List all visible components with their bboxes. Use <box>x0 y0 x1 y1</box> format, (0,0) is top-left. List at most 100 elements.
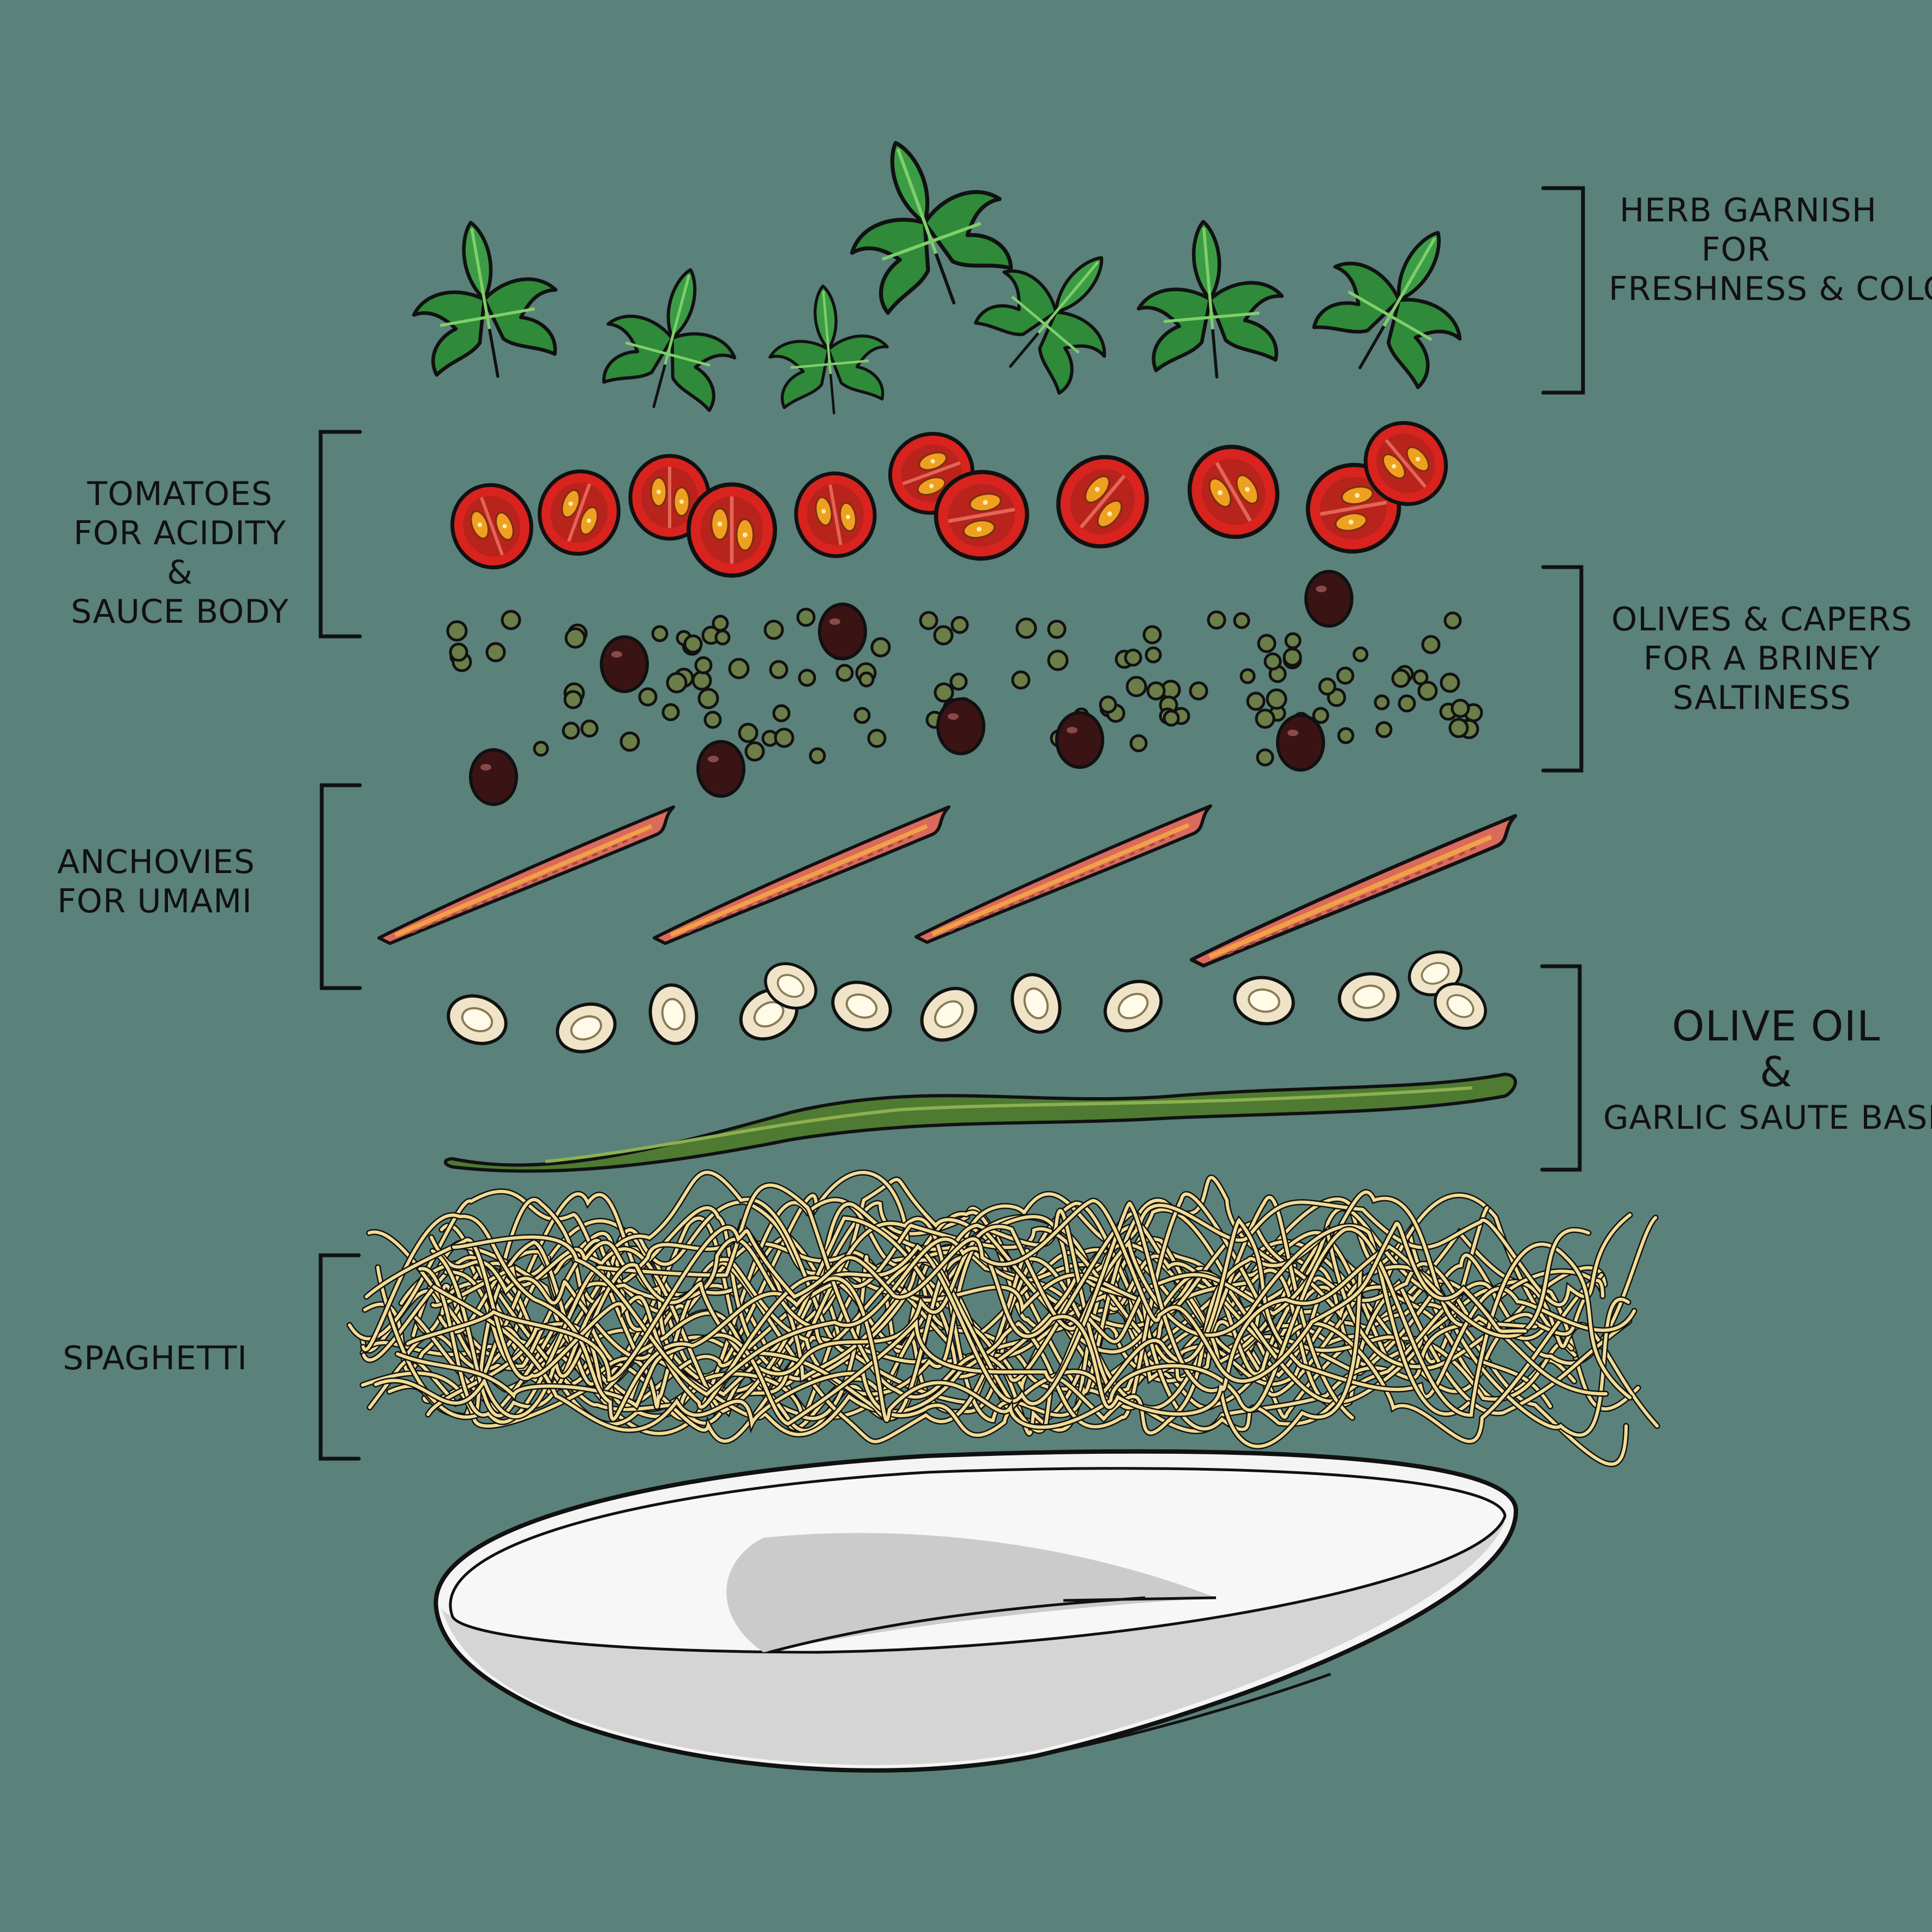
label-spaghetti-line-1: Spaghetti <box>63 1339 248 1377</box>
olive-highlight <box>1287 730 1298 736</box>
caper <box>1312 707 1329 724</box>
olive <box>1276 714 1325 772</box>
spaghetti-strand <box>431 1221 1603 1431</box>
caper <box>712 615 729 632</box>
olive-highlight <box>829 618 840 625</box>
caper <box>1163 709 1180 727</box>
caper <box>533 741 549 757</box>
caper <box>1352 646 1369 663</box>
caper <box>949 672 968 691</box>
anchovy-fillet <box>379 807 673 943</box>
label-anchovies-line-2: for Umami <box>57 882 252 920</box>
caper <box>1145 646 1162 664</box>
garlic-slice <box>1336 969 1402 1024</box>
garlic-slice <box>551 996 622 1060</box>
olive <box>469 748 518 806</box>
caper <box>694 656 713 675</box>
caper <box>1266 688 1287 710</box>
olives-capers-group <box>446 570 1483 806</box>
caper <box>769 660 789 679</box>
caper <box>1189 681 1208 701</box>
caper <box>1256 748 1274 767</box>
label-oil: Olive Oil & Garlic Saute Base <box>1603 1003 1932 1141</box>
tomato-half <box>1173 431 1294 553</box>
caper <box>1233 612 1250 629</box>
label-tomatoes-line-3: & <box>167 553 193 592</box>
anchovy-fillet <box>1191 816 1515 966</box>
caper <box>564 627 586 649</box>
spaghetti-strand <box>365 1227 1632 1429</box>
parsley-leaf <box>1298 197 1501 404</box>
caper <box>1450 699 1470 718</box>
spaghetti-strand <box>418 1183 1632 1424</box>
bracket-tomatoes <box>318 430 362 639</box>
label-oil-line-3: Garlic Saute Base <box>1603 1099 1932 1137</box>
caper <box>934 682 954 703</box>
spaghetti-strand <box>374 1190 1608 1418</box>
caper <box>580 719 599 738</box>
caper <box>919 611 938 630</box>
garlic-slice <box>1096 972 1170 1041</box>
caper <box>1011 670 1031 690</box>
caper <box>651 625 669 642</box>
label-olives: Olives & Capers for a Briney Saltiness <box>1611 600 1912 718</box>
caper <box>853 707 871 724</box>
spaghetti-strand <box>368 1192 1659 1435</box>
caper <box>714 629 731 646</box>
label-oil-line-1: Olive Oil <box>1672 1002 1881 1050</box>
tomato-half <box>790 467 881 563</box>
parsley-leaf <box>822 116 1027 330</box>
caper <box>774 727 795 748</box>
spaghetti-strand <box>348 1189 1371 1425</box>
caper <box>1448 718 1469 738</box>
caper <box>638 687 658 707</box>
caper <box>449 642 468 662</box>
olive <box>1304 570 1353 628</box>
label-anchovies-line-1: Anchovies <box>57 843 255 881</box>
spaghetti-strand <box>406 1199 1527 1383</box>
caper <box>1255 708 1275 729</box>
olive-highlight <box>1316 586 1327 592</box>
olive-oil-stream <box>443 1073 1517 1173</box>
label-anchovies: Anchovies for Umami <box>57 842 255 921</box>
label-herb-line-2: for <box>1701 231 1771 269</box>
caper <box>1284 632 1302 649</box>
tomato-half <box>441 474 543 579</box>
olive <box>936 697 985 755</box>
tomato-half <box>689 484 775 575</box>
anchovy-fillet <box>654 807 949 943</box>
caper <box>1440 672 1460 693</box>
parsley-leaf <box>1131 215 1289 383</box>
caper <box>619 731 640 752</box>
garlic-slice <box>826 974 897 1038</box>
caper <box>796 607 816 627</box>
caper <box>1421 635 1441 654</box>
spaghetti-strand <box>430 1193 1604 1443</box>
label-spaghetti: Spaghetti <box>63 1339 248 1378</box>
anchovies-group <box>379 806 1515 966</box>
garlic-slice <box>912 978 986 1051</box>
caper <box>835 664 854 682</box>
caper <box>744 741 765 762</box>
anchovy-fillet <box>916 806 1211 942</box>
spaghetti-strand <box>432 1217 1636 1437</box>
caper <box>1129 734 1148 753</box>
caper <box>1337 727 1355 744</box>
parsley-leaf <box>764 281 893 418</box>
label-herb-line-3: Freshness & Color <box>1609 270 1932 308</box>
caper <box>798 669 816 687</box>
olive-highlight <box>708 756 719 762</box>
garlic-slice <box>646 982 701 1048</box>
spaghetti-strand <box>362 1201 1362 1448</box>
caper <box>809 747 826 765</box>
parsley-leaf <box>591 253 754 424</box>
label-herb-line-1: Herb Garnish <box>1620 191 1877 230</box>
caper <box>933 625 954 646</box>
label-tomatoes-line-2: for Acidity <box>73 514 287 552</box>
caper <box>1283 647 1302 667</box>
bracket-oil <box>1540 964 1582 1172</box>
caper <box>1142 625 1162 645</box>
caper <box>691 670 712 691</box>
